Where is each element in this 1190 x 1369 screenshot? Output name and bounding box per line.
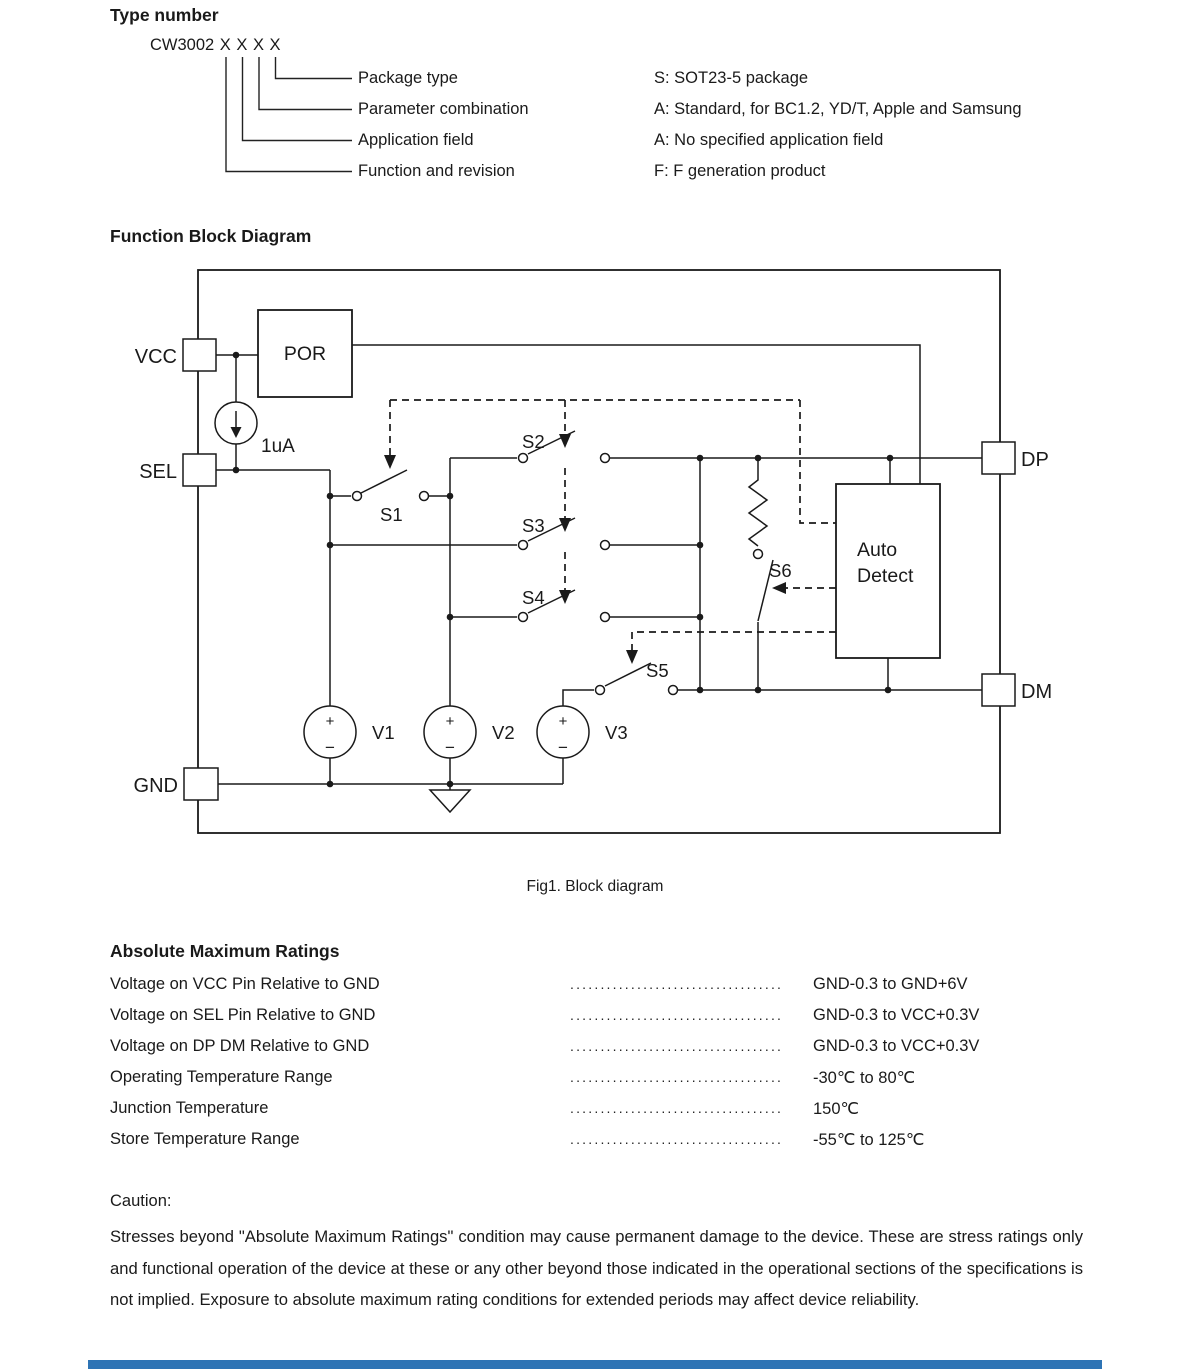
voltage-source-v2 bbox=[423, 705, 477, 759]
field-value-application-field: A: No specified application field bbox=[654, 131, 884, 149]
field-label-parameter-combination: Parameter combination bbox=[358, 100, 529, 118]
current-source-label: 1uA bbox=[261, 436, 295, 457]
abs-max-heading: Absolute Maximum Ratings bbox=[110, 941, 340, 961]
auto-detect-label-line1: Auto bbox=[857, 539, 897, 561]
v1-plus-sign: + bbox=[326, 713, 335, 730]
switch-label-s6: S6 bbox=[769, 560, 792, 581]
control-arrowheads bbox=[384, 434, 786, 664]
switch-s2 bbox=[517, 430, 611, 464]
pin-vcc bbox=[182, 338, 217, 372]
dot-leader: ........................................… bbox=[570, 1038, 782, 1054]
switch-s5 bbox=[594, 662, 679, 696]
rating-value: -30℃ to 80℃ bbox=[813, 1069, 916, 1087]
switch-s4 bbox=[517, 589, 611, 623]
rating-param: Voltage on SEL Pin Relative to GND bbox=[110, 1006, 376, 1024]
v3-minus-sign: − bbox=[558, 738, 568, 757]
rating-param: Voltage on VCC Pin Relative to GND bbox=[110, 975, 380, 993]
rating-value: GND-0.3 to VCC+0.3V bbox=[813, 1037, 980, 1055]
rating-param: Junction Temperature bbox=[110, 1099, 269, 1117]
source-label-v2: V2 bbox=[492, 722, 515, 743]
rating-param: Voltage on DP DM Relative to GND bbox=[110, 1037, 370, 1055]
pin-dm bbox=[981, 673, 1016, 707]
v2-plus-sign: + bbox=[446, 713, 455, 730]
por-block bbox=[257, 309, 353, 398]
table-row: Store Temperature Range ................… bbox=[110, 1130, 1090, 1154]
dot-leader: ........................................… bbox=[570, 1100, 782, 1116]
junction-dots bbox=[232, 351, 894, 788]
table-row: Voltage on VCC Pin Relative to GND .....… bbox=[110, 975, 1090, 999]
diagram-labels: VCC SEL GND DP DM POR Auto Detect 1uA S1… bbox=[134, 343, 1053, 797]
pin-dp bbox=[981, 441, 1016, 475]
pin-label-sel: SEL bbox=[139, 461, 177, 483]
switch-label-s2: S2 bbox=[522, 431, 545, 452]
table-row: Operating Temperature Range ............… bbox=[110, 1068, 1090, 1092]
rating-param: Operating Temperature Range bbox=[110, 1068, 333, 1086]
voltage-source-v1 bbox=[303, 705, 357, 759]
caution-label: Caution: bbox=[110, 1192, 172, 1210]
source-label-v1: V1 bbox=[372, 722, 395, 743]
switch-label-s1: S1 bbox=[380, 504, 403, 525]
auto-detect-label-line2: Detect bbox=[857, 565, 914, 587]
rating-value: -55℃ to 125℃ bbox=[813, 1131, 925, 1149]
rating-value: GND-0.3 to VCC+0.3V bbox=[813, 1006, 980, 1024]
field-label-function-revision: Function and revision bbox=[358, 162, 515, 180]
block-diagram-heading: Function Block Diagram bbox=[110, 226, 312, 246]
type-number-tree bbox=[225, 57, 352, 173]
voltage-source-v3 bbox=[536, 705, 590, 759]
footer-bar bbox=[88, 1360, 1102, 1369]
function-block-diagram: VCC SEL GND DP DM POR Auto Detect 1uA S1… bbox=[134, 269, 1053, 834]
pin-sel bbox=[182, 453, 217, 487]
control-lines bbox=[389, 399, 836, 651]
diagram-border bbox=[197, 269, 1001, 834]
table-row: Voltage on SEL Pin Relative to GND .....… bbox=[110, 1006, 1090, 1030]
ground-symbol bbox=[428, 784, 472, 814]
caution-text: Stresses beyond "Absolute Maximum Rating… bbox=[110, 1227, 1083, 1309]
wires bbox=[216, 344, 982, 785]
rating-value: GND-0.3 to GND+6V bbox=[813, 975, 968, 993]
v2-minus-sign: − bbox=[445, 738, 455, 757]
dot-leader: ........................................… bbox=[570, 1131, 782, 1147]
field-value-package-type: S: SOT23-5 package bbox=[654, 69, 809, 87]
por-label: POR bbox=[284, 343, 326, 365]
field-value-parameter-combination: A: Standard, for BC1.2, YD/T, Apple and … bbox=[654, 100, 1022, 118]
source-label-v3: V3 bbox=[605, 722, 628, 743]
v3-plus-sign: + bbox=[559, 713, 568, 730]
switch-s1 bbox=[351, 469, 430, 502]
switch-label-s3: S3 bbox=[522, 515, 545, 536]
figure-caption: Fig1. Block diagram bbox=[526, 878, 664, 895]
pin-gnd bbox=[183, 767, 219, 801]
part-code: CW3002 X X X X bbox=[150, 36, 281, 54]
field-label-application-field: Application field bbox=[358, 131, 474, 149]
field-label-package-type: Package type bbox=[358, 69, 458, 87]
rating-param: Store Temperature Range bbox=[110, 1130, 300, 1148]
resistor bbox=[747, 458, 769, 547]
pin-label-dp: DP bbox=[1021, 449, 1049, 471]
field-value-function-revision: F: F generation product bbox=[654, 162, 826, 180]
v1-minus-sign: − bbox=[325, 738, 335, 757]
auto-detect-block bbox=[835, 483, 941, 659]
pin-label-vcc: VCC bbox=[135, 346, 177, 368]
pin-label-dm: DM bbox=[1021, 681, 1052, 703]
switch-label-s4: S4 bbox=[522, 587, 545, 608]
dot-leader: ........................................… bbox=[570, 1069, 782, 1085]
switch-s6 bbox=[752, 548, 774, 622]
type-number-heading: Type number bbox=[110, 5, 219, 25]
switch-label-s5: S5 bbox=[646, 660, 669, 681]
dot-leader: ........................................… bbox=[570, 1007, 782, 1023]
dot-leader: ........................................… bbox=[570, 976, 782, 992]
pin-label-gnd: GND bbox=[134, 775, 178, 797]
table-row: Voltage on DP DM Relative to GND .......… bbox=[110, 1037, 1090, 1061]
rating-value: 150℃ bbox=[813, 1100, 860, 1118]
switch-s3 bbox=[517, 517, 611, 551]
current-source-1uA bbox=[214, 401, 258, 445]
table-row: Junction Temperature ...................… bbox=[110, 1099, 1090, 1123]
